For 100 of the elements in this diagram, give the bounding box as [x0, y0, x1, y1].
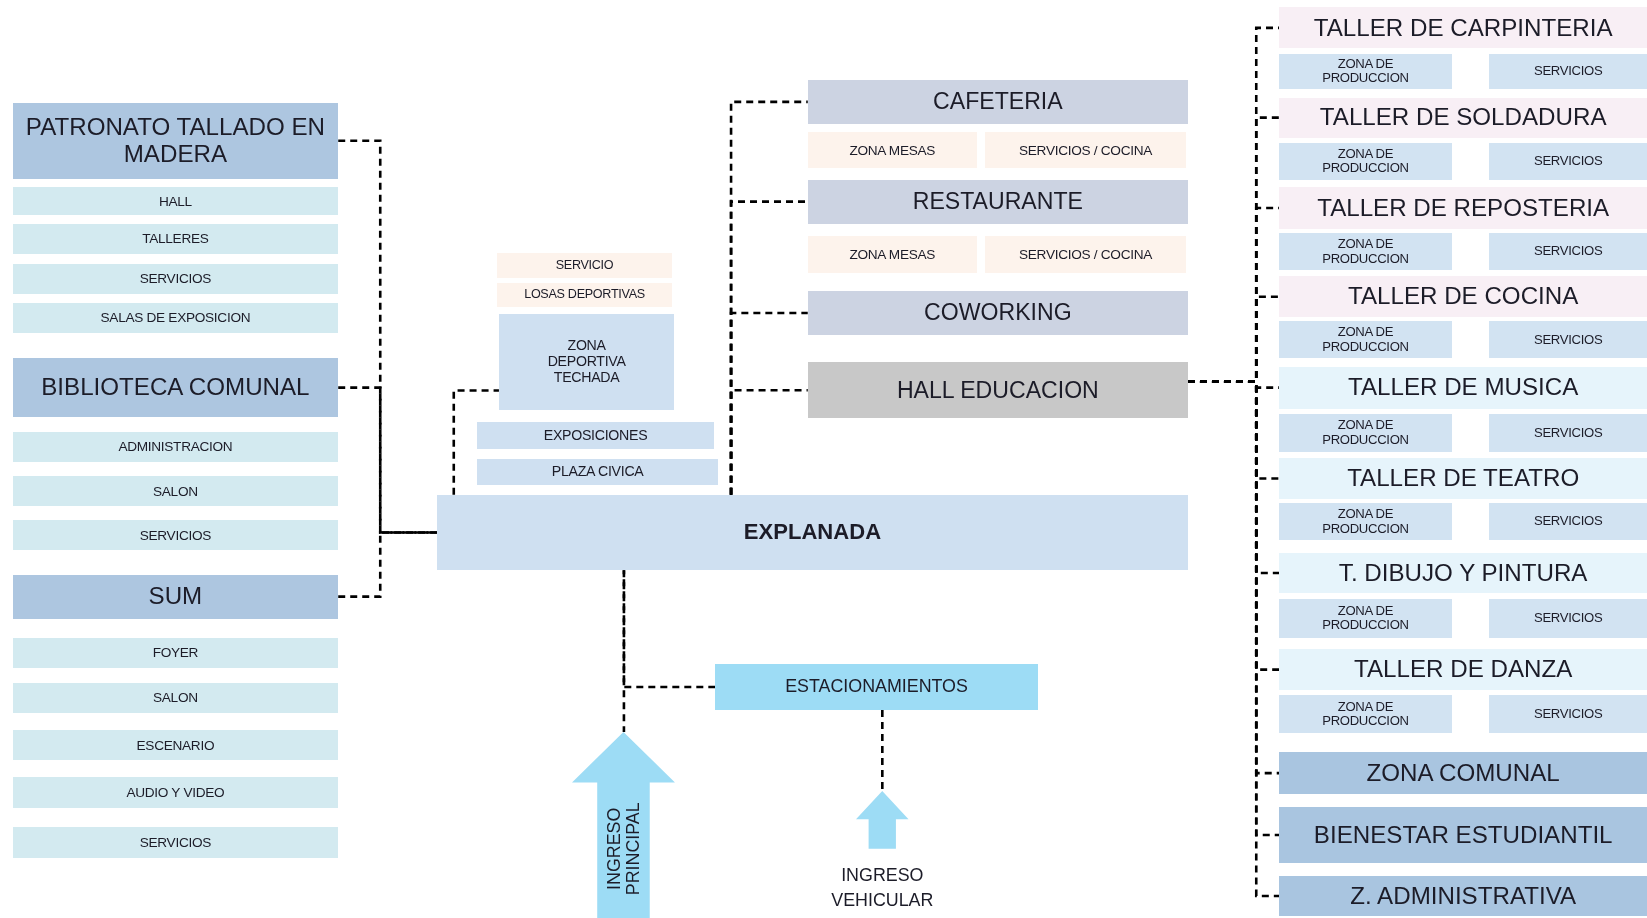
- area-box: [12, 730, 339, 761]
- area-label: EXPLANADA: [743, 520, 882, 545]
- area-label: PLAZA CIVICA: [551, 464, 644, 480]
- area-box: [1279, 503, 1452, 540]
- area-header-box: [1279, 752, 1647, 795]
- area-label: BIENESTAR ESTUDIANTIL: [1313, 821, 1613, 849]
- area-header-box: [807, 362, 1188, 419]
- area-label: TALLER DE DANZA: [1354, 656, 1573, 683]
- entrance-arrow: [572, 732, 676, 918]
- area-label: ADMINISTRACION: [118, 439, 233, 455]
- area-label: Z. ADMINISTRATIVA: [1350, 882, 1577, 910]
- area-header-box: [1279, 806, 1647, 864]
- area-box: [476, 422, 715, 449]
- area-label: ZONA DE PRODUCCION: [1321, 237, 1410, 266]
- area-box: [1489, 695, 1647, 734]
- area-header-box: [1279, 457, 1647, 499]
- area-label: LOSAS DEPORTIVAS: [524, 287, 645, 302]
- connector-line: [881, 710, 884, 791]
- area-box: [1489, 233, 1647, 270]
- area-label: ZONA DE PRODUCCION: [1321, 56, 1410, 86]
- area-header-box: [1279, 366, 1647, 409]
- area-box: [1279, 233, 1452, 270]
- area-label: ZONA DE PRODUCCION: [1321, 418, 1410, 448]
- area-label: SERVICIOS: [1533, 707, 1603, 722]
- area-label: SERVICIOS: [139, 527, 212, 543]
- area-box: [1489, 413, 1647, 452]
- connector-line: [452, 389, 499, 495]
- area-label: ZONA DE PRODUCCION: [1321, 603, 1410, 633]
- area-label: ZONA DEPORTIVA TECHADA: [546, 338, 627, 386]
- area-header-box: [12, 358, 339, 417]
- area-box: [12, 519, 339, 551]
- area-box: [1489, 142, 1647, 180]
- area-label: ESCENARIO: [136, 737, 215, 753]
- area-box: [1279, 142, 1452, 180]
- area-label: ZONA DE PRODUCCION: [1321, 325, 1410, 355]
- area-box: [12, 637, 339, 669]
- area-label: ESTACIONAMIENTOS: [785, 677, 968, 697]
- area-label: CAFETERIA: [933, 89, 1063, 115]
- area-label: ZONA DE PRODUCCION: [1321, 146, 1410, 176]
- area-box: [12, 431, 339, 463]
- area-label: COWORKING: [924, 300, 1072, 326]
- area-header-box: [12, 574, 339, 619]
- area-header-box: [807, 79, 1188, 124]
- area-box: [1279, 413, 1452, 452]
- area-box: [1279, 598, 1452, 638]
- area-box: [1489, 53, 1647, 90]
- area-label: TALLER DE CARPINTERIA: [1313, 14, 1613, 42]
- area-label: TALLER DE MUSICA: [1348, 374, 1579, 401]
- area-label: TALLER DE COCINA: [1348, 283, 1579, 310]
- area-header-box: [1279, 7, 1647, 49]
- area-header-box: [1279, 276, 1647, 318]
- area-label: SERVICIOS: [1533, 244, 1603, 259]
- area-label: SALAS DE EXPOSICION: [100, 310, 251, 326]
- area-label: SERVICIOS / COCINA: [1019, 142, 1153, 158]
- area-label: ZONA DE PRODUCCION: [1321, 507, 1410, 536]
- area-header-box: [12, 102, 339, 179]
- area-label: HALL: [158, 193, 192, 209]
- area-label: BIBLIOTECA COMUNAL: [41, 374, 310, 401]
- area-label: RESTAURANTE: [912, 188, 1083, 215]
- area-label: HALL EDUCACION: [896, 377, 1099, 403]
- area-label: ZONA MESAS: [849, 142, 936, 158]
- area-label: TALLER DE REPOSTERIA: [1317, 194, 1610, 222]
- area-label: ZONA DE PRODUCCION: [1321, 699, 1410, 729]
- area-label: TALLER DE TEATRO: [1347, 465, 1580, 492]
- area-label: SALON: [153, 483, 198, 499]
- area-box: [12, 223, 339, 255]
- area-header-box: [1279, 649, 1647, 691]
- area-box: [12, 682, 339, 714]
- area-label: SERVICIOS: [1533, 425, 1603, 440]
- plaza-box: [436, 494, 1188, 571]
- area-header-box: [1279, 97, 1647, 138]
- area-box: [1279, 53, 1452, 90]
- area-label: SERVICIOS: [1533, 154, 1603, 169]
- area-label: SERVICIOS / COCINA: [1019, 247, 1153, 263]
- area-header-box: [1279, 186, 1647, 229]
- area-label: SERVICIOS: [1533, 610, 1603, 626]
- area-label: SERVICIOS: [1533, 64, 1603, 79]
- area-header-box: [715, 663, 1038, 711]
- area-header-box: [1279, 876, 1647, 916]
- area-label: TALLERES: [142, 231, 209, 247]
- entrance-label: INGRESO VEHICULAR: [830, 864, 935, 912]
- area-box: [12, 186, 339, 216]
- area-label: PATRONATO TALLADO EN MADERA: [24, 114, 326, 168]
- area-box: [12, 777, 339, 808]
- area-label: SALON: [153, 690, 198, 706]
- area-label: ZONA MESAS: [849, 247, 936, 263]
- area-box: [12, 263, 339, 295]
- area-label: FOYER: [152, 645, 199, 661]
- area-box: [1489, 598, 1647, 638]
- area-label: SERVICIOS: [139, 271, 212, 287]
- area-header-box: [1279, 552, 1647, 594]
- area-box: [1279, 695, 1452, 734]
- area-header-box: [807, 179, 1188, 224]
- entrance-label: INGRESO PRINCIPAL: [605, 801, 643, 898]
- area-label: ZONA COMUNAL: [1366, 759, 1560, 787]
- connector-line: [622, 570, 716, 689]
- area-header-box: [807, 290, 1188, 336]
- area-box: [1489, 321, 1647, 359]
- area-label: SERVICIOS: [139, 834, 212, 850]
- area-label: SERVICIOS: [1533, 332, 1603, 347]
